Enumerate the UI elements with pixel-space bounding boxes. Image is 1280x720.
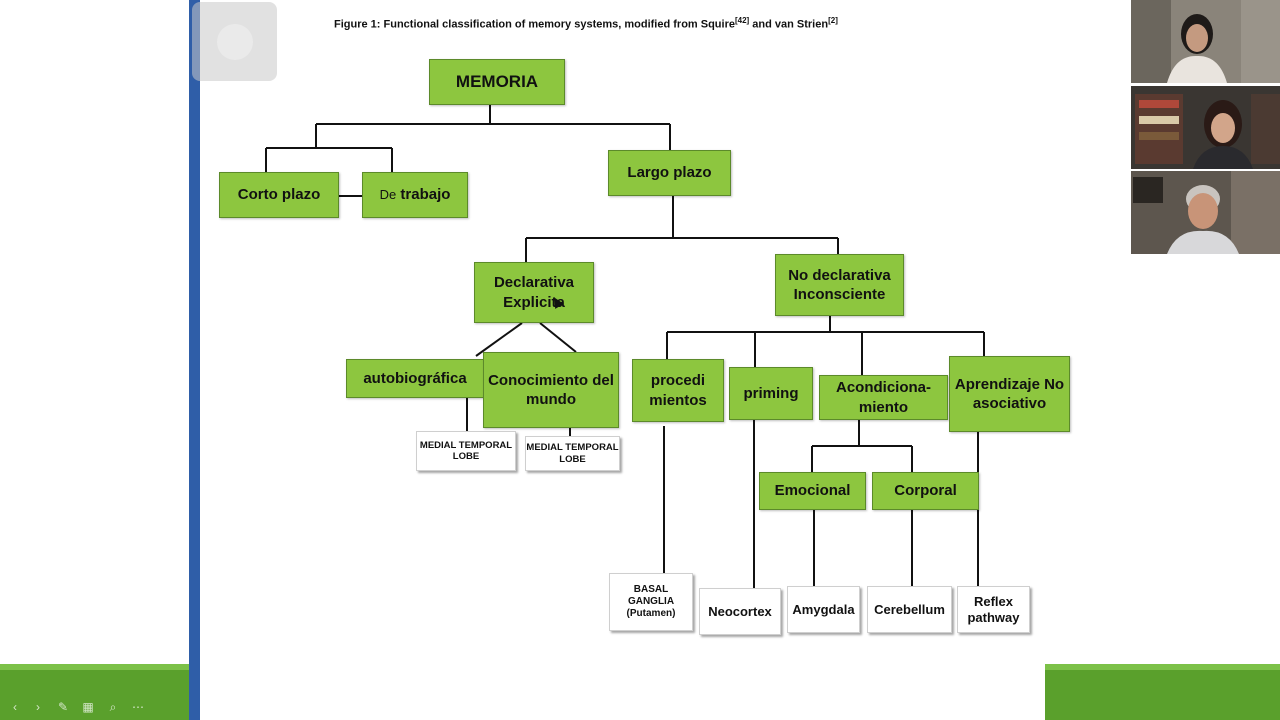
node-corto-plazo: Corto plazo	[219, 172, 339, 218]
region-medial-temporal-lobe-2: MEDIAL TEMPORAL LOBE	[525, 436, 620, 471]
node-largo-plazo: Largo plazo	[608, 150, 731, 196]
more-icon: ⋯	[132, 700, 144, 714]
video-tile-participant-3[interactable]	[1131, 171, 1280, 254]
prev-slide-button[interactable]: ‹	[8, 700, 22, 714]
next-slide-button[interactable]: ›	[31, 700, 45, 714]
caption-ref-1: [42]	[734, 16, 750, 25]
node-autobiografica: autobiográfica	[346, 359, 484, 398]
footer-green-right-highlight	[1045, 664, 1280, 670]
region-reflex-pathway: Reflex pathway	[957, 586, 1030, 633]
video-separator	[1131, 169, 1280, 172]
chevron-right-icon: ›	[36, 700, 40, 714]
video-separator	[1131, 83, 1280, 86]
footer-green-left	[0, 664, 189, 720]
region-amygdala: Amygdala	[787, 586, 860, 633]
region-cerebellum: Cerebellum	[867, 586, 952, 633]
see-all-slides-button[interactable]: ▦	[81, 700, 95, 714]
node-acondicionamiento: Acondiciona- miento	[819, 375, 948, 420]
region-medial-temporal-lobe-1: MEDIAL TEMPORAL LOBE	[416, 431, 516, 471]
footer-green-left-highlight	[0, 664, 189, 670]
more-options-button[interactable]: ⋯	[131, 700, 145, 714]
pen-icon: ✎	[57, 700, 69, 714]
figure-caption: Figure 1: Functional classification of m…	[334, 16, 838, 31]
caption-mid: and van Strien	[749, 18, 829, 31]
node-memoria: MEMORIA	[429, 59, 565, 105]
node-de-trabajo-prefix: De	[379, 186, 397, 202]
slide-left-accent	[189, 0, 200, 720]
zoom-icon: ⌕	[109, 700, 117, 714]
participant-3-video	[1131, 171, 1280, 254]
node-conocimiento: Conocimiento del mundo	[483, 352, 619, 428]
caption-ref-2: [2]	[828, 16, 838, 25]
video-tile-participant-1[interactable]	[1131, 0, 1280, 83]
participant-2-video	[1131, 86, 1280, 169]
zoom-button[interactable]: ⌕	[106, 700, 120, 714]
footer-green-right	[1045, 664, 1280, 720]
node-de-trabajo: De trabajo	[362, 172, 468, 218]
node-priming: priming	[729, 367, 813, 420]
node-procedimientos: procedi mientos	[632, 359, 724, 422]
node-aprendizaje: Aprendizaje No asociativo	[949, 356, 1070, 432]
node-declarativa: Declarativa Explicita	[474, 262, 594, 323]
circle-icon	[217, 24, 253, 60]
node-de-trabajo-label: trabajo	[400, 186, 451, 204]
node-no-declarativa: No declarativa Inconsciente	[775, 254, 904, 316]
video-tile-participant-2[interactable]	[1131, 86, 1280, 169]
node-emocional: Emocional	[759, 472, 866, 510]
caption-text: Figure 1: Functional classification of m…	[334, 18, 735, 31]
region-basal-ganglia: BASAL GANGLIA (Putamen)	[609, 573, 693, 631]
node-corporal: Corporal	[872, 472, 979, 510]
pen-tool-button[interactable]: ✎	[56, 700, 70, 714]
region-neocortex: Neocortex	[699, 588, 781, 635]
chevron-left-icon: ‹	[13, 700, 17, 714]
slides-grid-icon: ▦	[82, 700, 94, 714]
participant-1-video	[1131, 0, 1280, 83]
